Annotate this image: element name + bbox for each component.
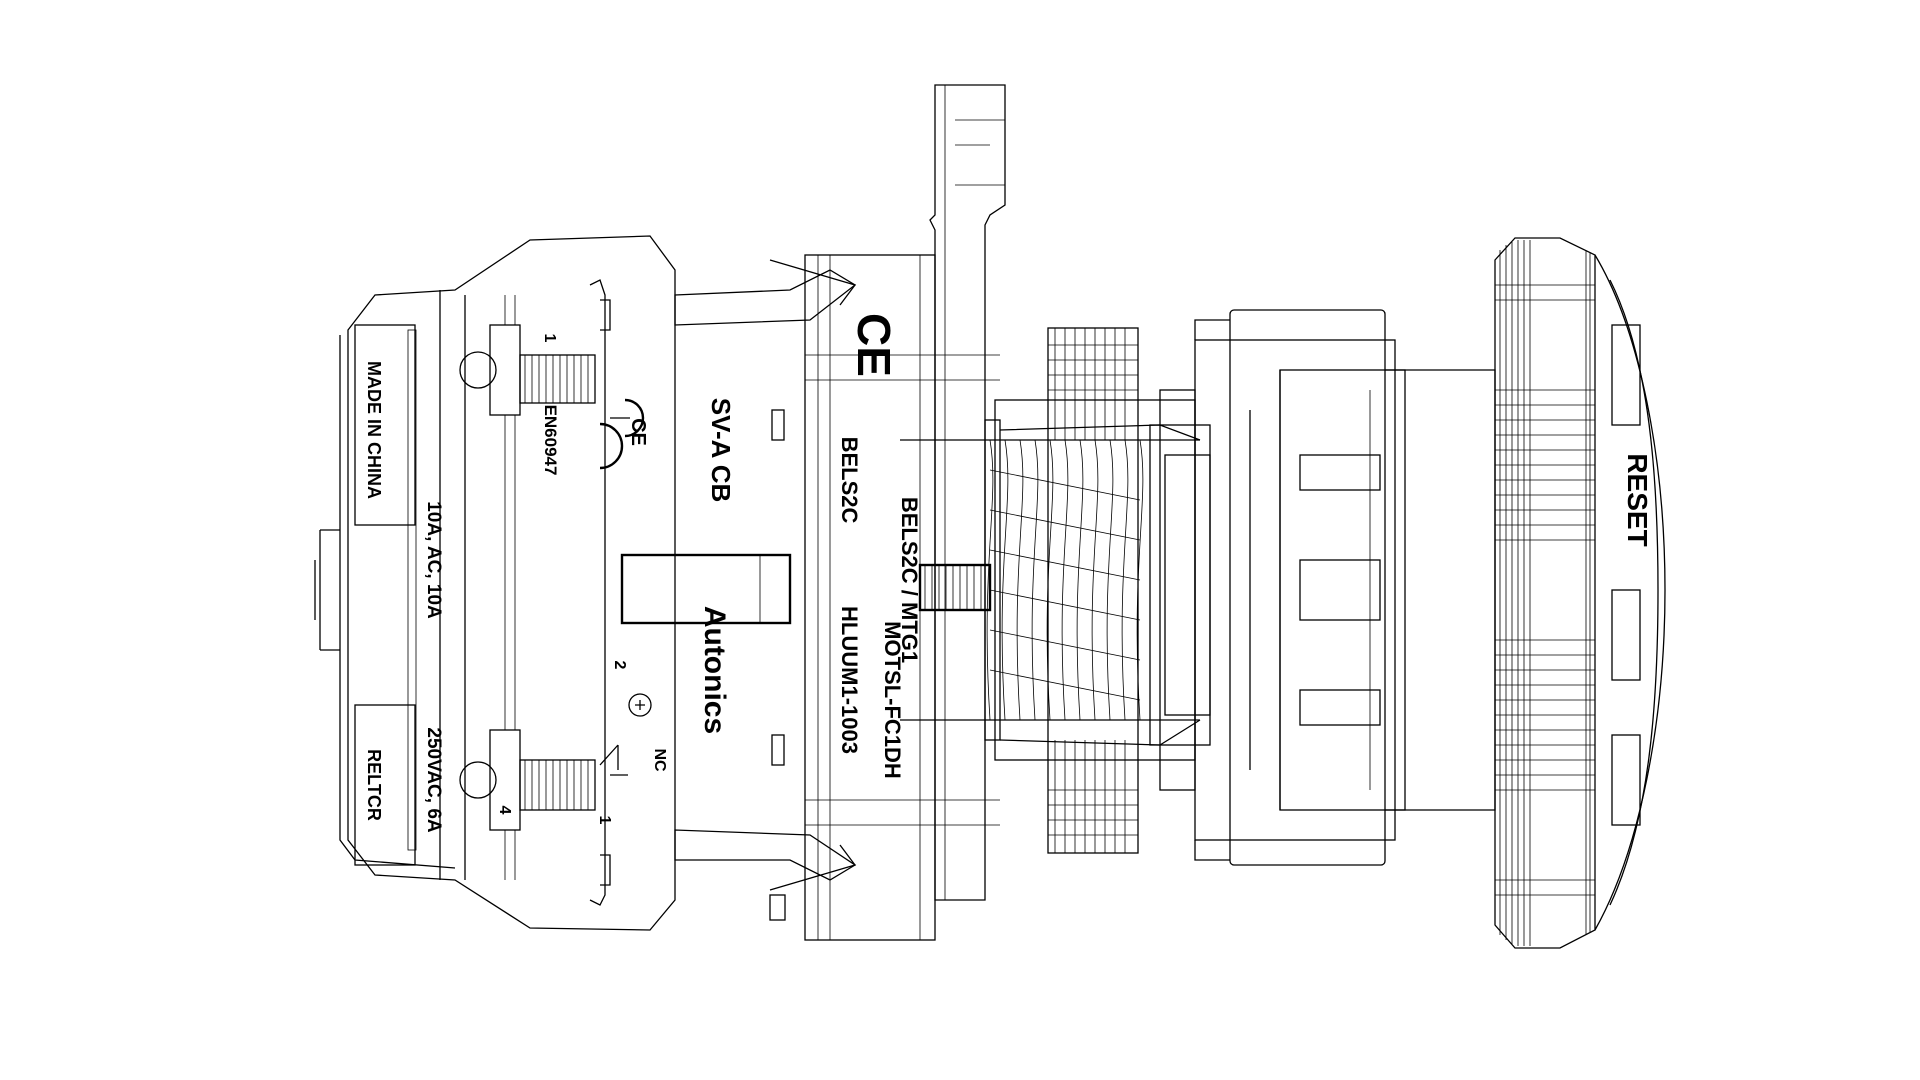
bracket-ce-mark: CE bbox=[848, 313, 900, 377]
contact-block bbox=[314, 235, 792, 931]
terminal-1-top-label: 1 bbox=[541, 334, 558, 343]
bracket-text: BELS2C BELS2C / MTG1 HLUUM1-1003 MOTSL-F… bbox=[837, 313, 922, 779]
rating-label-1: 10A, AC, 10A bbox=[423, 501, 444, 619]
vas-cb-label: SV-A CB bbox=[706, 398, 736, 503]
locking-nut bbox=[1047, 327, 1139, 854]
bezel-housing bbox=[1159, 309, 1496, 866]
plunger-ridges bbox=[924, 565, 982, 610]
contact-nc-label: NC bbox=[651, 748, 668, 772]
spring-assembly bbox=[900, 399, 1211, 761]
certification-label: CE bbox=[627, 418, 649, 446]
contact-block-text: MADE IN CHINA 10A, AC, 10A 250VAC, 6A RE… bbox=[364, 334, 736, 833]
reset-cap: RESET bbox=[1494, 237, 1666, 949]
mounting-bracket bbox=[804, 84, 1006, 941]
maker-label: Autonics bbox=[698, 606, 731, 734]
rating-label-2: 250VAC, 6A bbox=[423, 727, 444, 833]
made-in-china-label: MADE IN CHINA bbox=[364, 361, 384, 499]
cap-brand-label: RESET bbox=[1622, 453, 1653, 546]
model-label-1: BELS2C bbox=[837, 437, 862, 524]
model-label-4: MOTSL-FC1DH bbox=[880, 621, 905, 779]
brand-block-label: RELTCR bbox=[364, 749, 384, 821]
terminal-4-label: 4 bbox=[496, 806, 513, 815]
model-label-2: BELS2C / MTG1 bbox=[897, 497, 922, 663]
screw-thread-top bbox=[524, 355, 589, 403]
model-label-3: HLUUM1-1003 bbox=[837, 606, 862, 754]
nut-teeth bbox=[1048, 328, 1138, 853]
latch-clips bbox=[674, 259, 857, 921]
spring-coils bbox=[986, 439, 1144, 721]
screw-thread-bottom bbox=[524, 760, 589, 810]
terminal-1-bottom-label: 1 bbox=[596, 816, 613, 825]
en-standard-label: EN60947 bbox=[541, 405, 560, 476]
cap-grip-ribs bbox=[1495, 240, 1595, 946]
terminal-2-label: 2 bbox=[611, 661, 628, 670]
